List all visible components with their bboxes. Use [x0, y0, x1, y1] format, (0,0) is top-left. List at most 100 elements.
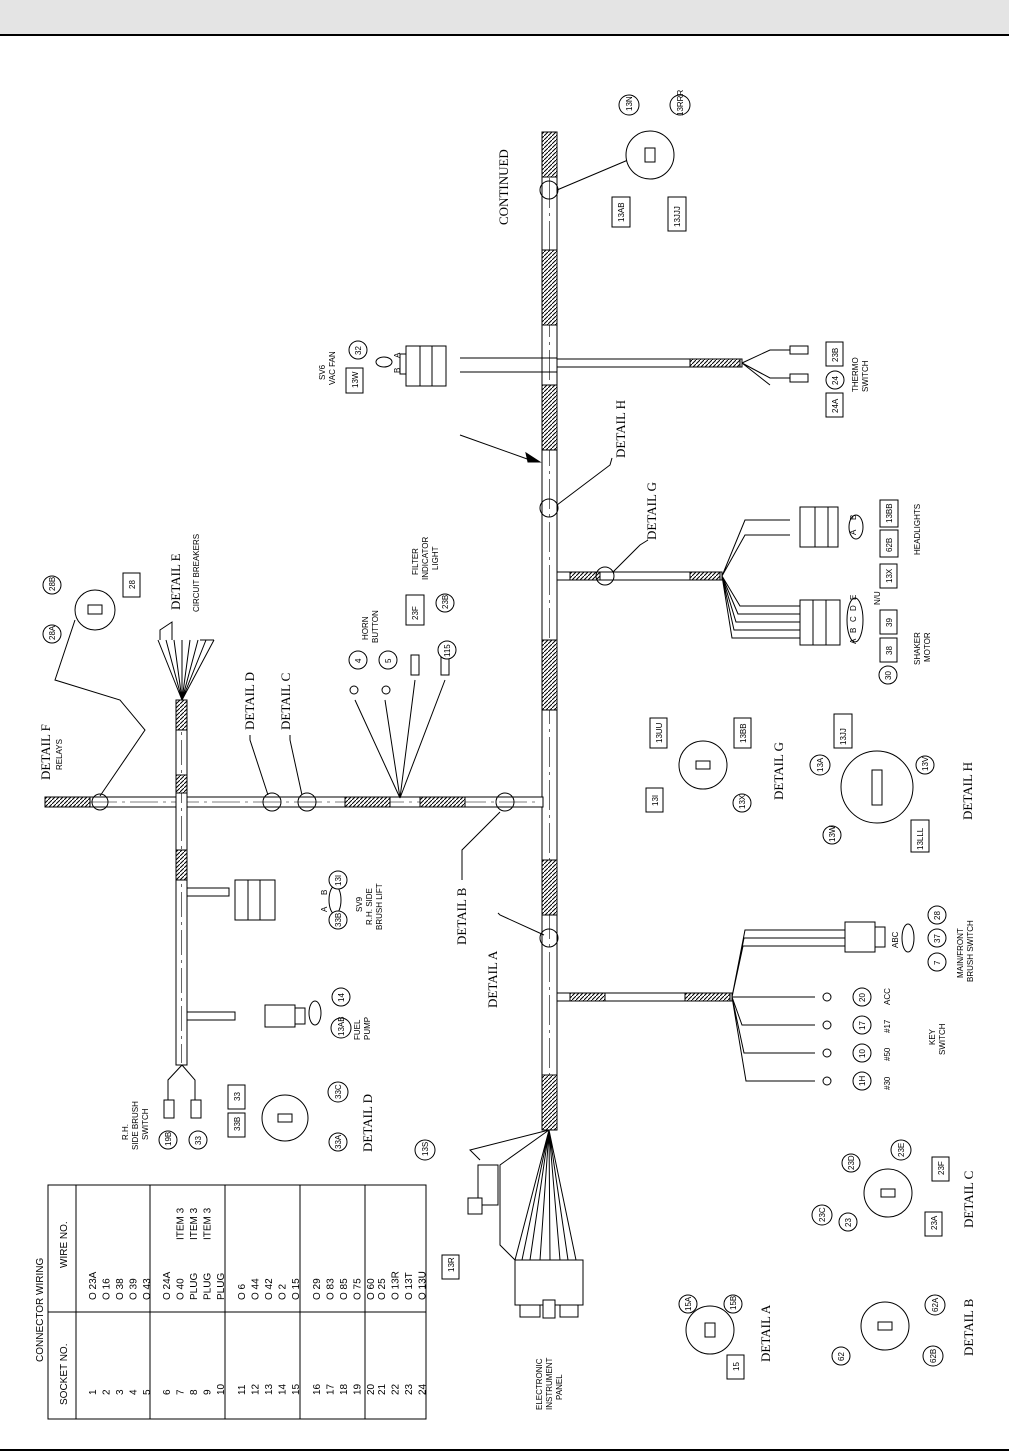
table-socket-no: 16 — [312, 1383, 323, 1395]
detail-c-label: DETAIL C — [278, 673, 293, 730]
wire-23b-horn: 23B — [441, 595, 450, 609]
table-socket-no: 11 — [237, 1384, 248, 1395]
horn-label-2: BUTTON — [371, 610, 380, 643]
wire-33b-d: 33B — [233, 1117, 242, 1131]
table-socket-no: 1 — [88, 1389, 99, 1395]
wire-24a: 24A — [831, 398, 840, 413]
head-pin-b: B — [849, 515, 858, 520]
table-wire-no: O 6 — [237, 1283, 248, 1300]
detail-d-label: DETAIL D — [242, 672, 257, 730]
table-wire-no: O 75 — [353, 1278, 364, 1300]
table-wire-no: O 85 — [339, 1278, 350, 1300]
filter-label-3: LIGHT — [431, 546, 440, 570]
key-term-50: #50 — [883, 1047, 892, 1061]
table-wire-note: ITEM 3 — [203, 1207, 214, 1240]
wire-13x-g: 13X — [738, 794, 747, 809]
key-term-acc: ACC — [883, 988, 892, 1005]
table-wire-no: PLUG — [216, 1273, 227, 1300]
thermo-label-1: THERMO — [851, 357, 860, 392]
brush-pins: ABC — [891, 931, 900, 948]
relays-label: RELAYS — [55, 739, 64, 770]
filter-label-1: FILTER — [411, 548, 420, 575]
brush-lift-label-3: BRUSH LIFT — [375, 883, 384, 930]
table-wire-no: O 16 — [102, 1278, 113, 1300]
page-footer-rule — [0, 1449, 1009, 1451]
table-wire-no: O 42 — [264, 1278, 275, 1300]
wire-13jjj: 13JJJ — [673, 206, 682, 227]
wire-62a: 62A — [931, 1297, 940, 1312]
wire-37: 37 — [933, 934, 942, 943]
wire-23f: 23F — [411, 606, 420, 620]
wire-13rrr: 13RRR — [676, 90, 685, 116]
detail-a-view-label: DETAIL A — [758, 1304, 773, 1362]
wire-33-d: 33 — [233, 1092, 242, 1101]
vac-fan-label-2: VAC FAN — [328, 351, 337, 385]
wire-13i-g: 13I — [651, 795, 660, 806]
table-title: CONNECTOR WIRING — [35, 1258, 46, 1362]
wire-13lll: 13LLL — [916, 827, 925, 850]
wire-62b: 62B — [885, 538, 894, 552]
shaker-pin-b: B — [849, 628, 858, 633]
table-wire-no: O 43 — [142, 1278, 153, 1300]
wire-13bb-g: 13BB — [739, 723, 748, 743]
component-labels: CIRCUIT BREAKERS RELAYS FILTER INDICATOR… — [55, 351, 975, 1410]
table-socket-no: 19 — [353, 1383, 364, 1395]
wire-23e: 23E — [897, 1143, 906, 1157]
wire-20: 20 — [858, 993, 867, 1002]
wire-23d: 23D — [847, 1155, 856, 1170]
table-socket-no: 24 — [418, 1383, 429, 1395]
lift-pin-a: A — [320, 906, 329, 912]
wire-13v: 13V — [921, 756, 930, 771]
wire-13uu: 13UU — [655, 722, 664, 743]
wire-115: 115 — [443, 644, 452, 657]
wire-13n: 13N — [625, 96, 634, 111]
table-socket-no: 23 — [404, 1383, 415, 1395]
wire-28: 28 — [128, 580, 137, 589]
wire-62: 62 — [837, 1352, 846, 1361]
table-wire-no: O 83 — [326, 1278, 337, 1300]
shaker-pin-e: E — [849, 595, 858, 600]
table-socket-no: 13 — [264, 1383, 275, 1395]
wire-28-main: 28 — [933, 911, 942, 920]
side-brush-label-3: SWITCH — [141, 1108, 150, 1140]
table-socket-no: 6 — [162, 1389, 173, 1395]
detail-e-label: DETAIL E — [168, 553, 183, 610]
table-socket-no: 8 — [189, 1389, 200, 1395]
table-wire-no: O 44 — [251, 1278, 262, 1300]
table-socket-no: 5 — [142, 1389, 153, 1395]
table-wire-note: ITEM 3 — [176, 1207, 187, 1240]
table-wire-no: PLUG — [189, 1273, 200, 1300]
lift-pin-b: B — [320, 890, 329, 895]
detail-b-label: DETAIL B — [454, 887, 469, 945]
shaker-pin-c: C — [849, 616, 858, 622]
wire-15: 15 — [732, 1362, 741, 1371]
wire-numbers: 13N 13RRR 13AB 13JJJ 32 13W 23B 24 24A 1… — [48, 90, 946, 1371]
wire-13x-shaker: 13X — [885, 568, 894, 583]
wire-30: 30 — [884, 671, 893, 680]
detail-g-view-label: DETAIL G — [771, 742, 786, 800]
key-term-17: #17 — [883, 1019, 892, 1033]
left-harness-branch — [44, 621, 544, 1100]
table-socket-no: 3 — [115, 1389, 126, 1395]
wire-23a: 23A — [930, 1215, 939, 1230]
table-socket-no: 18 — [339, 1383, 350, 1395]
shaker-label-2: MOTOR — [923, 632, 932, 662]
main-front-label-1: MAIN/FRONT — [956, 928, 965, 978]
key-switch-label-1: KEY — [928, 1028, 937, 1045]
horn-label-1: HORN — [361, 616, 370, 640]
wire-33b-lift: 33B — [334, 913, 343, 927]
wire-13i-lift: 13I — [334, 875, 343, 886]
wire-33c: 33C — [334, 1084, 343, 1099]
detail-c-view-label: DETAIL C — [961, 1171, 976, 1228]
pin-letters: B A A B A B C D E A B ABC — [320, 352, 900, 948]
brush-lift-label-2: R.H. SIDE — [365, 888, 374, 925]
shaker-label-1: SHAKER — [913, 632, 922, 665]
wire-7: 7 — [933, 960, 942, 965]
fuel-pump-label-2: PUMP — [363, 1017, 372, 1040]
table-socket-no: 9 — [203, 1389, 214, 1395]
wire-1h: 1H — [858, 1076, 867, 1086]
wire-13w: 13W — [351, 371, 360, 388]
table-socket-no: 7 — [176, 1389, 187, 1395]
table-socket-no: 12 — [251, 1383, 262, 1395]
wire-13bb-head: 13BB — [885, 503, 894, 523]
